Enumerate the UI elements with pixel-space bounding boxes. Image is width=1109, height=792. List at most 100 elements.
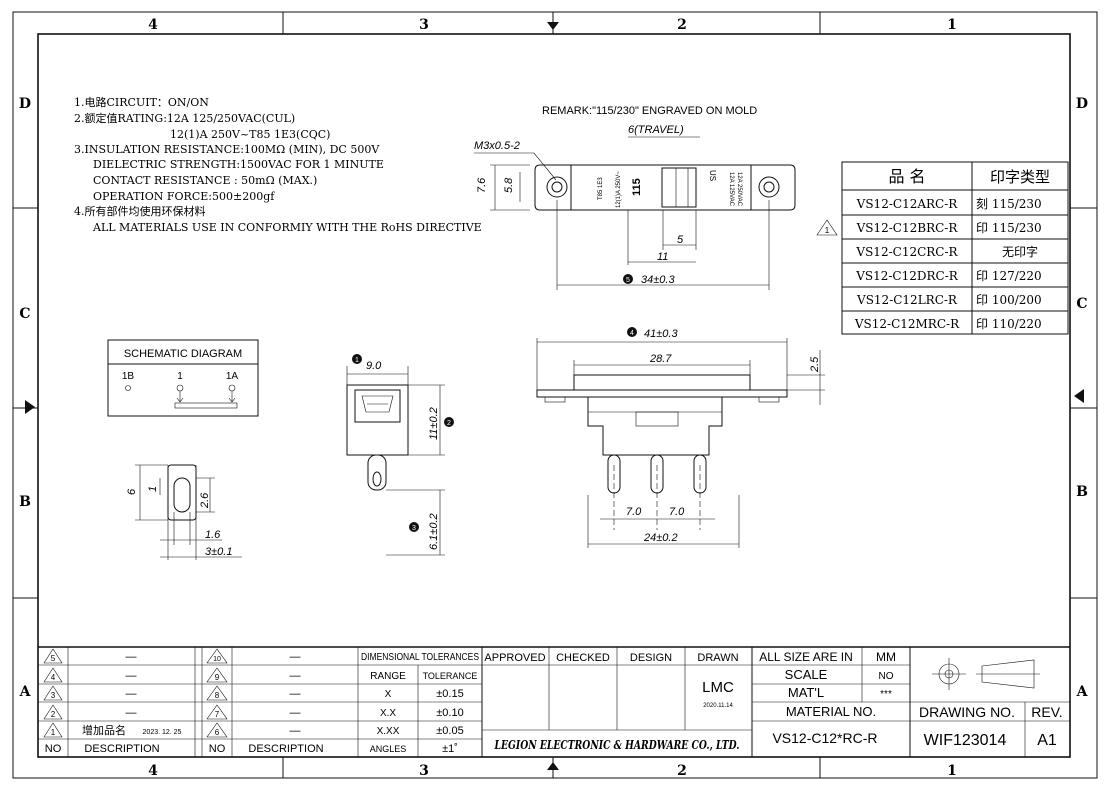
schematic-1: 1 [177,371,183,382]
company-name: LEGION ELECTRONIC & HARDWARE CO., LTD. [494,738,740,752]
zone-left-1: D [19,96,31,112]
center-arrow-right [1074,389,1084,403]
zone-top-3: 2 [677,17,687,33]
approved-label: APPROVED [484,652,545,664]
dim-9: 9.0 [366,360,382,372]
tolerance-value: ±0.10 [436,707,463,719]
mark-5: 5 [626,277,630,284]
rev-no: 3 [51,691,56,700]
body-text: T85 1E3 [598,177,604,200]
model-table: 品 名 印字类型 VS12-C12ARC-R 刻 115/230 VS12-C1… [841,161,1069,335]
dim-6: 6 [126,488,138,495]
design-label: DESIGN [630,652,672,664]
model-type: 印 110/220 [976,317,1042,331]
center-arrow-top [547,22,559,30]
dim-3: 3±0.1 [205,546,232,558]
rev-no: 8 [215,691,220,700]
center-arrow-left [25,400,35,414]
screw-label: M3x0.5-2 [474,140,520,152]
tolerance-value: ±0.05 [436,725,463,737]
rev-desc: — [290,651,301,663]
model-type: 刻 115/230 [976,197,1042,211]
dim-11-side: 11±0.2 [428,407,440,440]
scale-label: SCALE [785,667,828,682]
model-name: VS12-C12BRC-R [856,221,959,235]
mark-3: 3 [412,525,416,532]
zone-bottom-3: 2 [677,763,687,779]
rev-no: 10 [213,656,221,663]
spec-note: 4.所有部件均使用环保材料 [74,204,206,218]
rev-no: 2 [51,710,56,719]
rev-desc: — [126,651,137,663]
tolerance-range: X [385,689,392,700]
body-text: 12(1)A 250V~ [616,171,622,208]
col-desc: DESCRIPTION [248,743,323,755]
rev-desc: — [290,707,301,719]
top-view-body: 12A 125VAC 12A 250VAC 12(1)A 250V~ T85 1… [534,164,796,211]
spec-note: CONTACT RESISTANCE : 50mΩ (MAX.) [93,174,317,187]
zone-left-2: C [19,306,30,322]
col-no: NO [209,743,226,755]
tolerance-value: ±0.15 [436,688,463,700]
drawing-no-label: DRAWING NO. [919,704,1015,720]
tolerance-value: ±1˚ [442,743,458,755]
dim-11: 11 [657,251,668,263]
terminal-detail: 6 1 2.6 1.6 3±0.1 [126,464,242,560]
dim-28-7: 28.7 [649,353,672,365]
revision-triangle-icon [816,219,838,236]
mark-4: 4 [630,330,634,337]
matl-value: *** [880,689,892,700]
size-value: MM [876,650,896,664]
dim-1: 1 [147,486,159,492]
table-header-type: 印字类型 [990,168,1050,186]
spec-note: 2.额定值RATING:12A 125/250VAC(CUL) [74,111,295,125]
dim-1-6: 1.6 [205,529,221,541]
zone-left-4: A [19,684,32,700]
schematic-1a: 1A [226,371,239,382]
side-view: 1 9.0 11±0.2 2 6.1±0.2 3 [346,354,454,556]
col-desc: DESCRIPTION [84,743,159,755]
schematic-title: SCHEMATIC DIAGRAM [124,348,242,360]
model-name: VS12-C12LRC-R [856,293,958,307]
rev-no: 1 [51,728,56,737]
size-label: ALL SIZE ARE IN [759,650,853,664]
zone-bottom-4: 1 [947,763,957,779]
zone-ticks [13,12,1097,778]
center-arrow-bottom [547,762,559,770]
drawn-date: 2020.11.14 [703,703,733,709]
model-name: VS12-C12DRC-R [855,269,959,283]
rev-desc: — [290,688,301,700]
dim-2-6: 2.6 [199,492,211,509]
rev-no: 5 [51,654,56,663]
dim-7-b: 7.0 [669,506,685,518]
front-view: 4 41±0.3 28.7 2.5 7.0 7.0 24±0.2 [536,327,825,548]
spec-note: 1.电路CIRCUIT：ON/ON [74,96,209,109]
spec-note: 3.INSULATION RESISTANCE:100MΩ (MIN), DC … [74,143,380,156]
dim-5-8: 5.8 [503,177,515,193]
schematic-diagram: SCHEMATIC DIAGRAM 1B 1 1A [107,339,259,417]
spec-note: 12(1)A 250V~T85 1E3(CQC) [170,128,330,141]
rev-desc: — [126,707,137,719]
checked-label: CHECKED [556,652,610,664]
rev-date: 2023. 12. 25 [143,729,182,736]
rev-desc: — [126,670,137,682]
scale-value: NO [879,671,894,682]
title-block [38,646,1070,757]
body-text: 12A 250VAC [736,172,742,207]
projection-symbol-icon [932,658,1040,690]
model-name: VS12-C12MRC-R [854,317,960,331]
col-no: NO [45,743,62,755]
outer-frame [12,11,1098,779]
rev-desc: — [290,670,301,682]
model-name: VS12-C12CRC-R [855,245,958,259]
drawn-by: LMC [702,679,734,696]
zone-left-3: B [19,494,31,510]
table-header-name: 品 名 [888,167,925,186]
model-type: 无印字 [1002,244,1038,259]
rev-no: 4 [51,673,56,682]
rev-desc: — [126,688,137,700]
drawing-no: WIF123014 [924,732,1007,749]
drawn-label: DRAWN [697,652,738,664]
zone-bottom-2: 3 [419,763,429,779]
dim-34: 34±0.3 [641,274,675,286]
